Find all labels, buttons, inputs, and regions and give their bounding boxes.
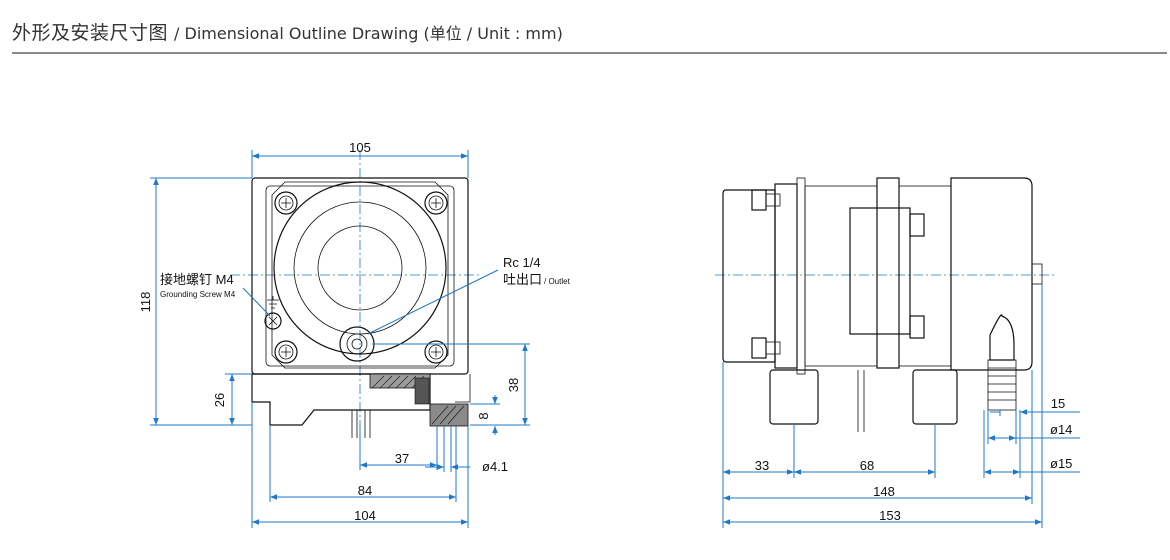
dim-68-label: 68 xyxy=(860,458,874,473)
dim-d14-label: ø14 xyxy=(1050,422,1072,437)
dim-84-label: 84 xyxy=(358,483,372,498)
corner-screw-icon xyxy=(424,191,448,215)
dim-8-label: 8 xyxy=(476,412,491,419)
side-left-cover xyxy=(722,189,776,363)
outlet-nozzle-icon xyxy=(989,314,1015,361)
corner-screw-icon xyxy=(274,191,298,215)
ground-screw-label-zh: 接地螺钉 M4 xyxy=(160,272,234,287)
dim-26-label: 26 xyxy=(212,393,227,407)
title-en: / Dimensional Outline Drawing (单位 / Unit… xyxy=(174,24,563,43)
outlet-label-en: / Outlet xyxy=(544,277,571,286)
corner-screw-icon xyxy=(274,340,298,364)
side-view: 15 ø14 ø15 33 68 148 153 xyxy=(715,177,1080,528)
outlet-label-rc: Rc 1/4 xyxy=(503,255,541,270)
front-view: 105 118 26 38 8 37 ø4.1 8 xyxy=(138,140,571,528)
dim-d4-1-label: ø4.1 xyxy=(482,459,508,474)
dim-33-label: 33 xyxy=(755,458,769,473)
dim-38-label: 38 xyxy=(506,378,521,392)
title-zh: 外形及安装尺寸图 xyxy=(12,22,169,44)
dim-153-label: 153 xyxy=(879,508,901,523)
dim-37-label: 37 xyxy=(395,451,409,466)
pump-head-circle xyxy=(273,181,447,355)
dim-104-label: 104 xyxy=(354,508,376,523)
page-title: 外形及安装尺寸图 / Dimensional Outline Drawing (单… xyxy=(12,18,563,45)
dim-15-label: 15 xyxy=(1051,396,1065,411)
outlet-port-icon xyxy=(339,326,375,362)
ground-screw-label-en: Grounding Screw M4 xyxy=(160,290,236,299)
outlet-label-zh: 吐出口 xyxy=(503,272,542,287)
dim-148-label: 148 xyxy=(873,484,895,499)
side-motor-housing xyxy=(950,177,1033,371)
side-mid-body xyxy=(849,207,911,335)
header: 外形及安装尺寸图 / Dimensional Outline Drawing (单… xyxy=(12,14,1167,54)
dim-105-label: 105 xyxy=(349,140,371,155)
ground-screw-icon xyxy=(264,296,282,330)
corner-screw-icon xyxy=(424,340,448,364)
dim-d15-label: ø15 xyxy=(1050,456,1072,471)
dim-118-label: 118 xyxy=(138,292,153,313)
